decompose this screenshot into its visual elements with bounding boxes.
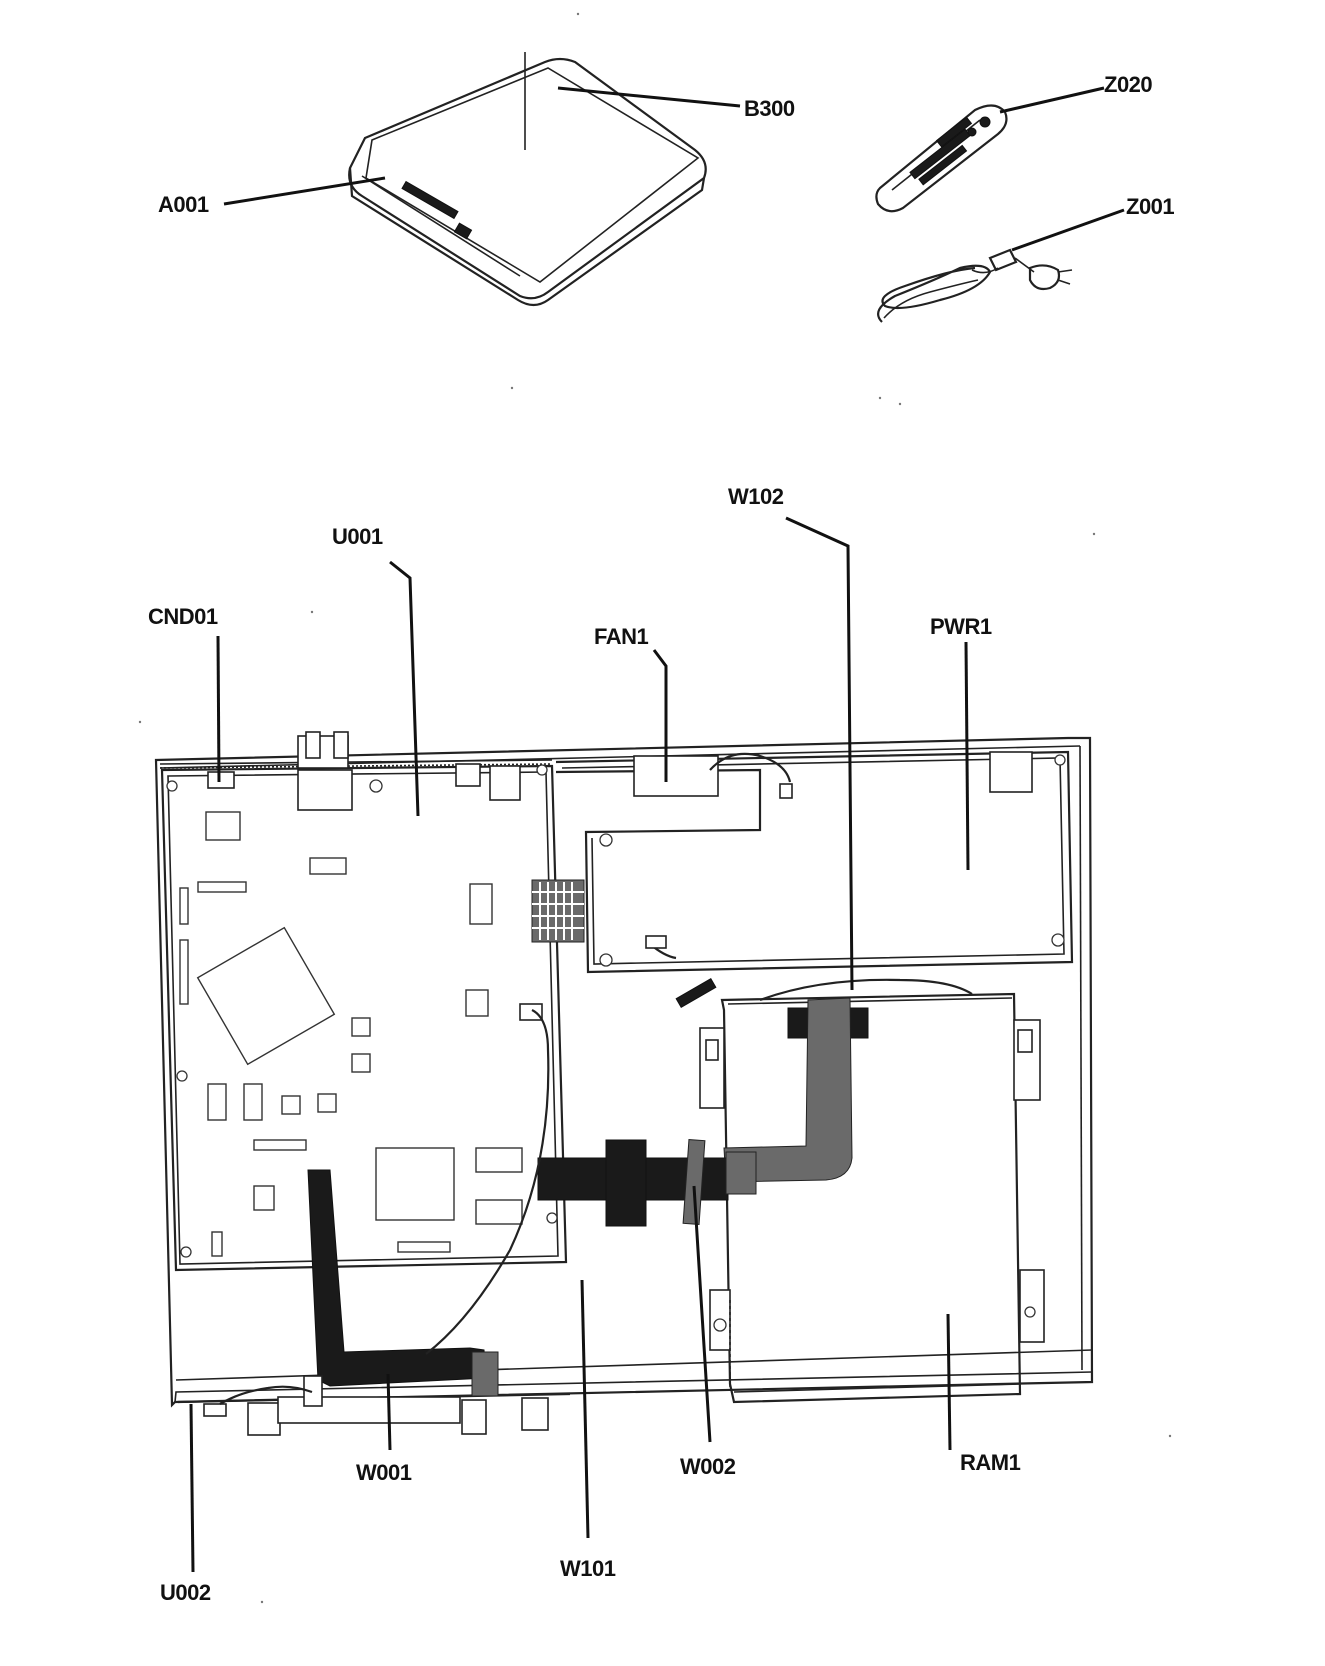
label-cnd01: CND01 xyxy=(148,604,218,629)
label-z020: Z020 xyxy=(1104,72,1152,97)
label-w102: W102 xyxy=(728,484,784,509)
label-b300: B300 xyxy=(744,96,795,121)
label-w002: W002 xyxy=(680,1454,736,1479)
label-w001: W001 xyxy=(356,1460,412,1485)
label-fan1: FAN1 xyxy=(594,624,649,649)
label-w101: W101 xyxy=(560,1556,616,1581)
power-cord xyxy=(877,248,1073,323)
label-pwr1: PWR1 xyxy=(930,614,992,639)
label-a001: A001 xyxy=(158,192,209,217)
heatsink xyxy=(531,879,585,943)
label-z001: Z001 xyxy=(1126,194,1174,219)
ribbon-w001 xyxy=(219,1009,550,1407)
remote-control xyxy=(875,104,1008,213)
leader-lines xyxy=(189,86,1125,1573)
callout-labels: B300 A001 Z020 Z001 W102 U001 CND01 FAN1… xyxy=(148,72,1175,1605)
main-board xyxy=(159,731,585,1272)
label-ram1: RAM1 xyxy=(960,1450,1021,1475)
ribbon-w002 xyxy=(537,1139,757,1227)
label-u001: U001 xyxy=(332,524,383,549)
label-u002: U002 xyxy=(160,1580,211,1605)
unit-enclosure xyxy=(348,52,707,307)
scan-specks xyxy=(138,12,1172,1604)
chassis xyxy=(154,736,1094,1436)
power-board xyxy=(555,750,1074,1009)
